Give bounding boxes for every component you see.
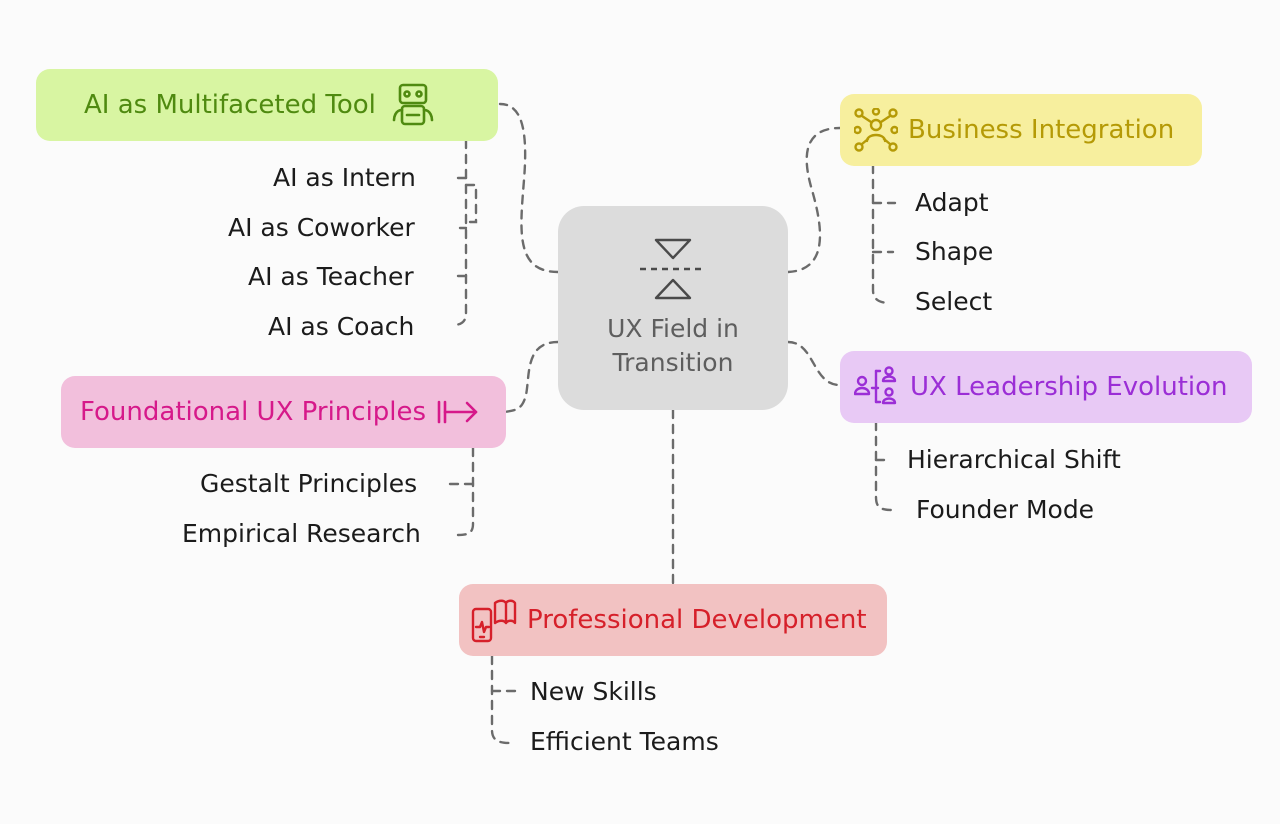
node-leadership-title: UX Leadership Evolution bbox=[910, 372, 1228, 402]
connector-ai-intern-bracket bbox=[464, 183, 478, 224]
center-title: UX Field in Transition bbox=[607, 314, 739, 377]
connector-center-foundational bbox=[503, 340, 560, 414]
leaf-leadership-founder[interactable]: Founder Mode bbox=[916, 495, 1095, 524]
center-node[interactable]: UX Field in Transition bbox=[558, 206, 788, 410]
connector-center-business bbox=[786, 126, 842, 274]
leaf-business-select[interactable]: Select bbox=[915, 287, 993, 316]
org-chart-icon bbox=[854, 366, 898, 408]
leaf-foundational-empirical[interactable]: Empirical Research bbox=[182, 519, 421, 548]
connector-professional-trunk bbox=[490, 654, 512, 745]
leaf-professional-skills[interactable]: New Skills bbox=[530, 677, 657, 706]
network-icon bbox=[854, 108, 898, 152]
node-ux-leadership-evolution[interactable]: UX Leadership Evolution bbox=[840, 351, 1252, 423]
node-ai-multifaceted-tool[interactable]: AI as Multifaceted Tool bbox=[36, 69, 498, 141]
node-foundational-title: Foundational UX Principles bbox=[80, 397, 427, 427]
leaf-ai-intern[interactable]: AI as Intern bbox=[273, 163, 416, 192]
connector-leadership-trunk bbox=[874, 420, 894, 512]
connector-center-leadership bbox=[786, 340, 842, 387]
connector-ai-trunk bbox=[450, 138, 468, 327]
node-professional-title: Professional Development bbox=[527, 605, 867, 635]
leaf-professional-teams[interactable]: Efficient Teams bbox=[530, 727, 719, 756]
leaf-leadership-hierarchical[interactable]: Hierarchical Shift bbox=[907, 445, 1121, 474]
leaf-ai-teacher[interactable]: AI as Teacher bbox=[248, 262, 414, 291]
leaf-ai-coworker[interactable]: AI as Coworker bbox=[228, 213, 415, 242]
connector-foundational-trunk bbox=[456, 446, 475, 537]
mobile-book-icon bbox=[471, 597, 517, 643]
node-business-title: Business Integration bbox=[908, 115, 1175, 145]
node-foundational-ux-principles[interactable]: Foundational UX Principles bbox=[61, 376, 506, 448]
leaf-business-shape[interactable]: Shape bbox=[915, 237, 994, 266]
node-business-integration[interactable]: Business Integration bbox=[840, 94, 1202, 166]
robot-icon bbox=[390, 82, 436, 128]
leaf-foundational-gestalt[interactable]: Gestalt Principles bbox=[200, 469, 418, 498]
arrow-right-bar-icon bbox=[436, 397, 480, 427]
node-professional-development[interactable]: Professional Development bbox=[459, 584, 887, 656]
node-ai-title: AI as Multifaceted Tool bbox=[84, 90, 376, 120]
hourglass-icon bbox=[638, 236, 708, 306]
leaf-business-adapt[interactable]: Adapt bbox=[915, 188, 989, 217]
connector-business-trunk bbox=[871, 163, 892, 305]
connector-center-ai bbox=[498, 102, 560, 274]
leaf-ai-coach[interactable]: AI as Coach bbox=[268, 312, 415, 341]
